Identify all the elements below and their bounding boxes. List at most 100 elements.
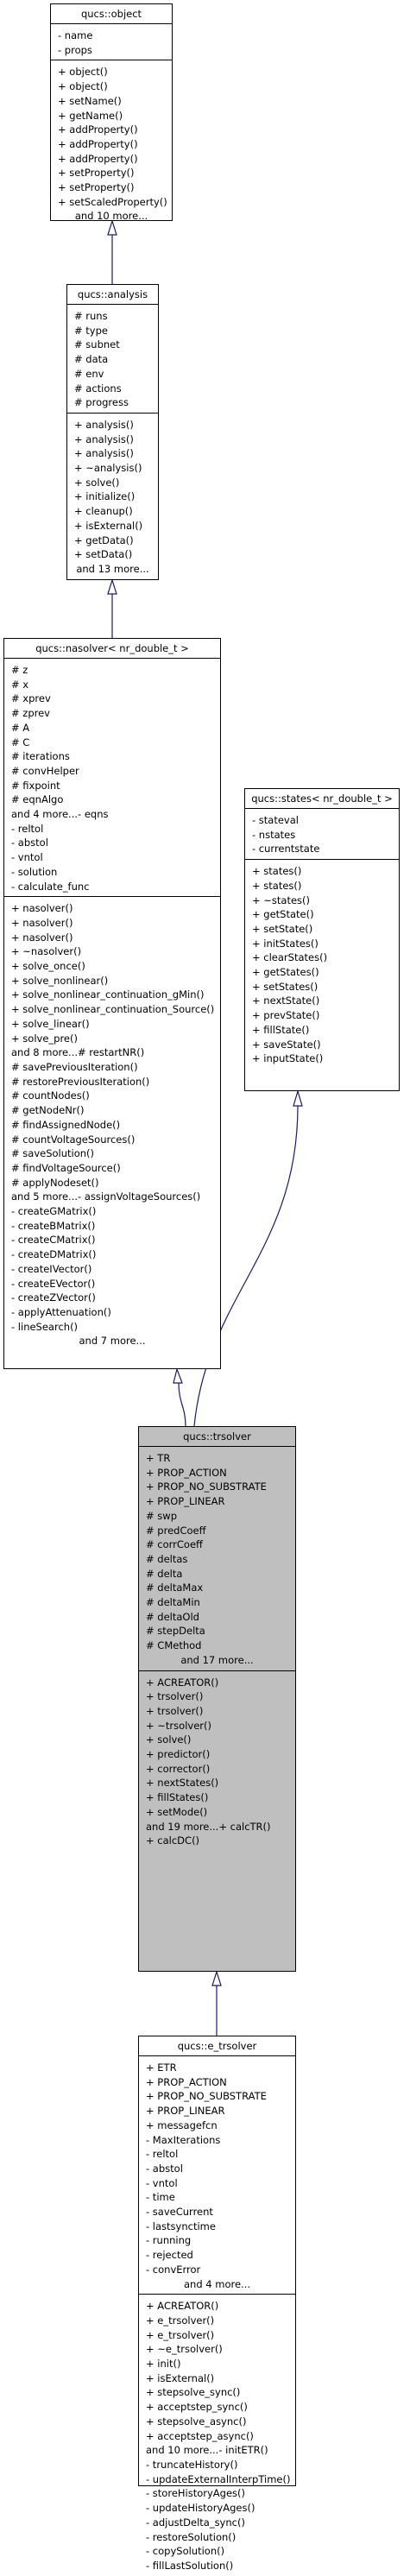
member-line: - vntol [11, 851, 43, 864]
member-line: + setName() [58, 94, 122, 107]
member-line: - reltol [146, 2148, 179, 2161]
member-line: + getData() [74, 534, 134, 546]
member-line: # z [11, 664, 28, 676]
member-line: + predictor() [146, 1748, 211, 1761]
member-line: + ACREATOR() [146, 2300, 219, 2313]
member-line: # deltaMax [146, 1582, 204, 1594]
member-line: + solve_nonlinear() [11, 974, 109, 987]
member-line: + PROP_LINEAR [146, 1495, 225, 1508]
member-line: # x [11, 678, 29, 691]
member-line: + analysis() [74, 418, 134, 431]
member-line: and 13 more... [76, 562, 149, 575]
member-line: + saveState() [252, 1038, 321, 1051]
member-line: + PROP_NO_SUBSTRATE [146, 2090, 267, 2103]
methods-section: + analysis()+ analysis()+ analysis()+ ~a… [67, 412, 158, 579]
member-line: - updateHistoryAges() [146, 2502, 255, 2515]
member-line: # subnet [74, 338, 120, 351]
member-line: + TR [146, 1452, 171, 1464]
member-line: + solve() [74, 476, 120, 489]
member-line: + solve_nonlinear_continuation_gMin() [11, 988, 205, 1001]
member-line: - abstol [146, 2162, 183, 2175]
member-line: - restoreSolution() [146, 2530, 237, 2543]
attributes-section: - stateval- nstates- currentstate [245, 809, 399, 859]
member-line: + ~states() [252, 893, 311, 906]
member-line: + states() [252, 865, 302, 878]
member-line: + initStates() [252, 937, 319, 950]
member-line: - abstol [11, 837, 48, 849]
member-line: # findVoltageSource() [11, 1161, 121, 1174]
member-line: and 10 more...- initETR() [146, 2444, 268, 2457]
class-box-nasolver[interactable]: qucs::nasolver< nr_double_t > # z# x# xp… [3, 638, 221, 1369]
member-line: + getName() [58, 109, 123, 122]
class-box-object[interactable]: qucs::object - name- props + object()+ o… [50, 3, 173, 222]
member-line: # savePreviousIteration() [11, 1060, 138, 1073]
member-line: - reltol [11, 822, 44, 835]
member-line: + setState() [252, 922, 313, 935]
member-line: - createIVector() [11, 1262, 92, 1275]
member-line: # zprev [11, 707, 50, 720]
class-name: qucs::object [51, 4, 172, 24]
member-line: # iterations [11, 750, 70, 763]
methods-section: + nasolver()+ nasolver()+ nasolver()+ ~n… [4, 896, 220, 1351]
member-line: + e_trsolver() [146, 2328, 215, 2341]
member-line: + ~trsolver() [146, 1719, 211, 1732]
member-line: + isExternal() [146, 2371, 215, 2384]
methods-section: + object()+ object()+ setName()+ getName… [51, 60, 172, 226]
member-line: # stepDelta [146, 1625, 205, 1638]
member-line: + acceptstep_async() [146, 2429, 254, 2442]
member-line: - createGMatrix() [11, 1205, 97, 1218]
member-line: + getStates() [252, 966, 319, 979]
member-line: + PROP_ACTION [146, 1466, 227, 1479]
member-line: - lastsynctime [146, 2219, 216, 2232]
member-line: + trsolver() [146, 1690, 204, 1703]
member-line: + states() [252, 879, 302, 892]
member-line: + inputState() [252, 1052, 324, 1065]
member-line: and 8 more...# restartNR() [11, 1046, 145, 1059]
member-line: + nextStates() [146, 1777, 219, 1790]
class-box-analysis[interactable]: qucs::analysis # runs# type# subnet# dat… [66, 284, 159, 580]
inheritance-edges [107, 218, 303, 2036]
member-line: # xprev [11, 692, 51, 705]
member-line: + nasolver() [11, 931, 73, 944]
member-line: + object() [58, 66, 108, 79]
member-line: # CMethod [146, 1639, 202, 1652]
member-line: + PROP_LINEAR [146, 2105, 225, 2118]
member-line: + acceptstep_sync() [146, 2401, 248, 2414]
member-line: # delta [146, 1567, 183, 1580]
member-line: + addProperty() [58, 123, 138, 136]
member-line: + solve() [146, 1733, 192, 1746]
methods-section: + ACREATOR()+ e_trsolver()+ e_trsolver()… [139, 2294, 295, 2575]
member-line: and 10 more... [74, 210, 148, 223]
member-line: - MaxIterations [146, 2133, 221, 2146]
member-line: # A [11, 721, 30, 734]
methods-section: + states()+ states()+ ~states()+ getStat… [245, 859, 399, 1069]
member-line: + object() [58, 80, 108, 93]
member-line: - lineSearch() [11, 1320, 79, 1333]
member-line: + nextState() [252, 994, 320, 1007]
class-box-trsolver[interactable]: qucs::trsolver + TR+ PROP_ACTION+ PROP_N… [138, 1426, 296, 1972]
member-line: + ETR [146, 2061, 177, 2074]
member-line: + ~e_trsolver() [146, 2343, 223, 2356]
member-line: + solve_nonlinear_continuation_Source() [11, 1003, 215, 1016]
member-line: # convHelper [11, 764, 79, 777]
class-box-states[interactable]: qucs::states< nr_double_t > - stateval- … [244, 788, 400, 1091]
member-line: # predCoeff [146, 1524, 206, 1537]
member-line: # deltaOld [146, 1610, 199, 1623]
member-line: + stepsolve_async() [146, 2415, 247, 2428]
member-line: + PROP_ACTION [146, 2075, 227, 2088]
member-line: + corrector() [146, 1762, 211, 1775]
member-line: + analysis() [74, 432, 134, 445]
member-line: + solve_linear() [11, 1017, 90, 1030]
member-line: - name [58, 29, 93, 41]
edge-trsolver-nasolver [178, 1382, 186, 1427]
member-line: - adjustDelta_sync() [146, 2516, 245, 2529]
member-line: # eqnAlgo [11, 793, 64, 806]
member-line: and 4 more... [183, 2277, 251, 2290]
member-line: - storeHistoryAges() [146, 2487, 246, 2500]
member-line: - convError [146, 2263, 201, 2276]
member-line: - running [146, 2234, 192, 2247]
class-box-e-trsolver[interactable]: qucs::e_trsolver + ETR+ PROP_ACTION+ PRO… [138, 2036, 296, 2572]
member-line: + nasolver() [11, 902, 73, 915]
member-line: - currentstate [252, 843, 320, 856]
attributes-section: # runs# type# subnet# data# env# actions… [67, 305, 158, 413]
